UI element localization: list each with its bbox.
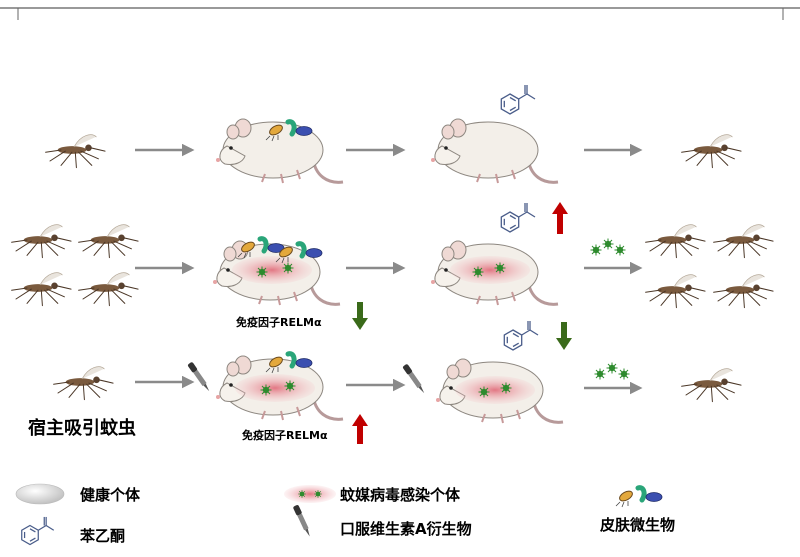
virus-icon [256,266,268,278]
skin-microbiota-icon [616,488,662,507]
decrease-arrow-icon [556,322,572,350]
virus-icon [284,380,296,392]
mosquito-icon [681,368,742,403]
virus-icon [500,382,512,394]
acetophenone-molecule-icon [503,320,539,351]
legend-infected-label: 蚊媒病毒感染个体 [340,486,461,504]
virus-icon [614,244,626,256]
infection-patch-icon [455,376,535,404]
infection-patch-icon [232,256,312,284]
mosquito-icon [713,274,774,309]
mosquito-icon [681,134,742,169]
acetophenone-molecule-icon [500,202,536,233]
oral-retinoid-dropper-icon [402,363,427,395]
relm-alpha-label-up: 免疫因子RELMα [242,429,328,442]
mosquito-icon [45,134,106,169]
oral-retinoid-dropper-icon [292,504,313,538]
infection-patch-icon [450,256,530,284]
healthy-mouse-icon [429,117,560,185]
virus-icon [618,368,630,380]
legend-healthy-label: 健康个体 [80,486,141,504]
relm-alpha-label-down: 免疫因子RELMα [236,316,322,329]
mosquito-icon [645,274,706,309]
host-attraction-label: 宿主吸引蚊虫 [28,418,136,439]
oral-retinoid-dropper-icon [187,361,212,393]
acetophenone-molecule-icon [500,84,536,115]
virus-icon [478,386,490,398]
infection-patch-icon [235,374,315,402]
mosquito-icon [645,224,706,259]
virus-icon [282,262,294,274]
virus-icon [590,244,602,256]
healthy-individual-icon [15,483,65,505]
infected-individual-icon [284,485,336,503]
mosquito-icon [11,224,72,259]
acetophenone-molecule-icon [21,516,55,546]
legend-microbiota-label: 皮肤微生物 [600,516,676,534]
decrease-arrow-icon [352,302,368,330]
virus-icon [260,384,272,396]
virus-icon [494,262,506,274]
mosquito-icon [713,224,774,259]
virus-icon [472,266,484,278]
mosquito-icon [78,272,139,307]
increase-arrow-icon [352,414,368,444]
virus-icon [594,368,606,380]
mosquito-icon [78,224,139,259]
virus-icon [606,362,618,374]
virus-icon [297,489,307,499]
mosquito-icon [11,272,72,307]
legend-retinoid-label: 口服维生素A衍生物 [340,520,472,538]
virus-icon [313,489,323,499]
legend-acetophenone-label: 苯乙酮 [80,527,126,545]
virus-icon [602,238,614,250]
mosquito-icon [53,366,114,401]
increase-arrow-icon [552,202,568,234]
